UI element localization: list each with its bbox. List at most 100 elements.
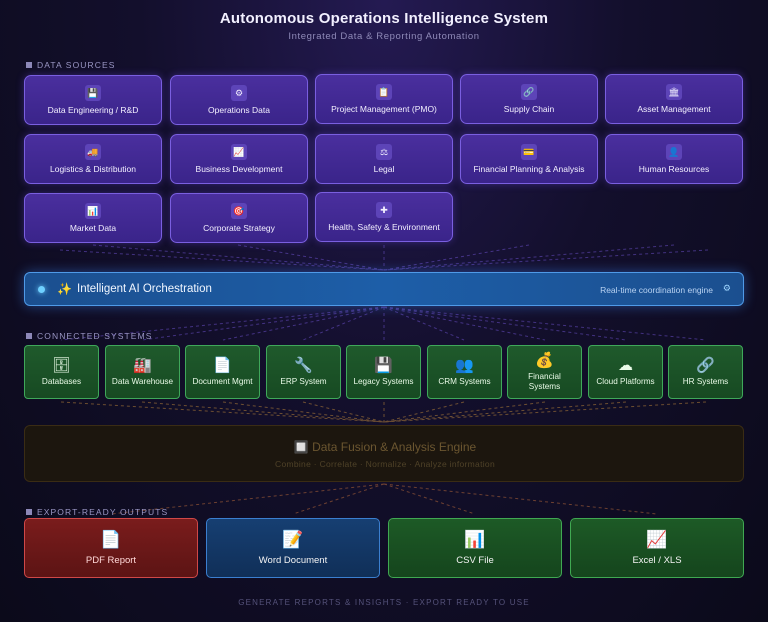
source-card-financial-planning[interactable]: 💳 Financial Planning & Analysis: [460, 134, 598, 184]
source-card-asset-management[interactable]: 🏛 Asset Management: [605, 74, 743, 124]
medical-cross-icon: ✚: [376, 202, 392, 218]
source-card-market-data[interactable]: 📊 Market Data: [24, 193, 162, 243]
section-label-text: DATA SOURCES: [37, 60, 116, 70]
system-card-data-warehouse[interactable]: 🏭 Data Warehouse: [105, 345, 180, 399]
source-label: Financial Planning & Analysis: [473, 164, 585, 174]
target-icon: 🎯: [231, 203, 247, 219]
system-card-crm[interactable]: 👥 CRM Systems: [427, 345, 502, 399]
file-cabinet-icon: 🗄: [51, 356, 72, 374]
source-label: Market Data: [69, 223, 117, 233]
building-icon: 🏛: [666, 84, 682, 100]
source-card-project-management[interactable]: 📋 Project Management (PMO): [315, 74, 453, 124]
chain-icon: 🔗: [521, 84, 537, 100]
document-icon: 📄: [100, 529, 122, 549]
source-label: Supply Chain: [503, 104, 555, 114]
source-card-legal[interactable]: ⚖ Legal: [315, 134, 453, 184]
section-marker: [26, 62, 32, 68]
ai-orchestration-bar[interactable]: ✨ Intelligent AI Orchestration Real-time…: [24, 272, 744, 306]
system-label: Databases: [41, 376, 82, 386]
output-pdf-report[interactable]: 📄 PDF Report: [24, 518, 198, 578]
gear-icon: ⚙: [722, 283, 731, 293]
bar-chart-icon: 📊: [85, 203, 101, 219]
output-label: Excel / XLS: [632, 554, 682, 566]
orchestration-title: Intelligent AI Orchestration: [77, 283, 212, 295]
output-label: Word Document: [258, 554, 328, 566]
floppy-disk-icon: 💾: [374, 356, 393, 374]
source-card-data-engineering[interactable]: 💾 Data Engineering / R&D: [24, 75, 162, 125]
source-label: Corporate Strategy: [203, 223, 275, 233]
source-card-human-resources[interactable]: 👤 Human Resources: [605, 134, 743, 184]
fusion-title: 🔲 Data Fusion & Analysis Engine: [25, 440, 745, 454]
source-card-corporate-strategy[interactable]: 🎯 Corporate Strategy: [170, 193, 308, 243]
system-label: ERP System: [280, 376, 327, 386]
system-card-erp[interactable]: 🔧 ERP System: [266, 345, 341, 399]
source-card-operations-data[interactable]: ⚙ Operations Data: [170, 75, 308, 125]
system-label: Document Mgmt: [192, 376, 253, 386]
source-label: Operations Data: [208, 105, 270, 115]
output-label: CSV File: [456, 554, 494, 566]
source-label: Logistics & Distribution: [50, 164, 136, 174]
system-label: Financial Systems: [528, 371, 561, 391]
fusion-title-text: Data Fusion & Analysis Engine: [312, 440, 477, 454]
section-label-text: CONNECTED SYSTEMS: [37, 331, 153, 341]
page-title: Autonomous Operations Intelligence Syste…: [219, 10, 549, 27]
system-label: Legacy Systems: [353, 376, 414, 386]
gear-icon: ⚙: [231, 85, 247, 101]
system-card-databases[interactable]: 🗄 Databases: [24, 345, 99, 399]
person-icon: 👤: [666, 144, 682, 160]
section-label-text: EXPORT-READY OUTPUTS: [37, 507, 169, 517]
status-dot-icon: [38, 286, 45, 293]
source-label: Asset Management: [637, 104, 711, 114]
system-card-hr[interactable]: 🔗 HR Systems: [668, 345, 743, 399]
system-label: Data Warehouse: [111, 376, 174, 386]
source-card-supply-chain[interactable]: 🔗 Supply Chain: [460, 74, 598, 124]
source-card-logistics[interactable]: 🚚 Logistics & Distribution: [24, 134, 162, 184]
cloud-icon: ☁: [618, 356, 633, 374]
section-marker: [26, 509, 32, 515]
section-label-export-outputs: EXPORT-READY OUTPUTS: [26, 507, 168, 517]
floppy-disk-icon: 💾: [85, 85, 101, 101]
output-word-document[interactable]: 📝 Word Document: [206, 518, 380, 578]
clipboard-icon: 📋: [376, 84, 392, 100]
source-label: Human Resources: [638, 164, 710, 174]
people-icon: 👥: [455, 356, 474, 374]
system-label: CRM Systems: [438, 376, 491, 386]
section-label-data-sources: DATA SOURCES: [26, 60, 116, 70]
system-card-legacy[interactable]: 💾 Legacy Systems: [346, 345, 421, 399]
source-label: Health, Safety & Environment: [328, 222, 440, 232]
system-card-document-mgmt[interactable]: 📄 Document Mgmt: [185, 345, 260, 399]
memo-icon: 📝: [282, 529, 304, 549]
chart-up-icon: 📈: [646, 529, 668, 549]
money-bag-icon: 💰: [535, 351, 554, 369]
system-card-financial[interactable]: 💰 Financial Systems: [507, 345, 582, 399]
system-card-cloud[interactable]: ☁ Cloud Platforms: [588, 345, 663, 399]
section-marker: [26, 333, 32, 339]
system-label: HR Systems: [682, 376, 729, 386]
factory-icon: 🏭: [133, 356, 152, 374]
truck-icon: 🚚: [85, 144, 101, 160]
output-label: PDF Report: [85, 554, 137, 566]
output-csv-file[interactable]: 📊 CSV File: [388, 518, 562, 578]
source-label: Data Engineering / R&D: [47, 105, 139, 115]
bar-chart-icon: 📊: [464, 529, 486, 549]
system-label: Cloud Platforms: [596, 376, 655, 386]
processor-icon: 🔲: [293, 440, 309, 454]
source-card-hse[interactable]: ✚ Health, Safety & Environment: [315, 192, 453, 242]
footer-tagline: GENERATE REPORTS & INSIGHTS · EXPORT REA…: [238, 598, 530, 607]
wrench-icon: 🔧: [294, 356, 313, 374]
fusion-subtitle: Combine · Correlate · Normalize · Analyz…: [275, 459, 495, 469]
source-label: Project Management (PMO): [331, 104, 437, 114]
credit-card-icon: 💳: [521, 144, 537, 160]
page-subtitle: Integrated Data & Reporting Automation: [288, 31, 480, 42]
source-label: Business Development: [195, 164, 283, 174]
chart-up-icon: 📈: [231, 144, 247, 160]
source-label: Legal: [373, 164, 395, 174]
scales-icon: ⚖: [376, 144, 392, 160]
sparkles-icon: ✨: [57, 282, 72, 296]
document-icon: 📄: [213, 356, 232, 374]
orchestration-subtitle: Real-time coordination engine: [600, 285, 713, 295]
section-label-connected-systems: CONNECTED SYSTEMS: [26, 331, 153, 341]
source-card-business-development[interactable]: 📈 Business Development: [170, 134, 308, 184]
output-excel-xls[interactable]: 📈 Excel / XLS: [570, 518, 744, 578]
